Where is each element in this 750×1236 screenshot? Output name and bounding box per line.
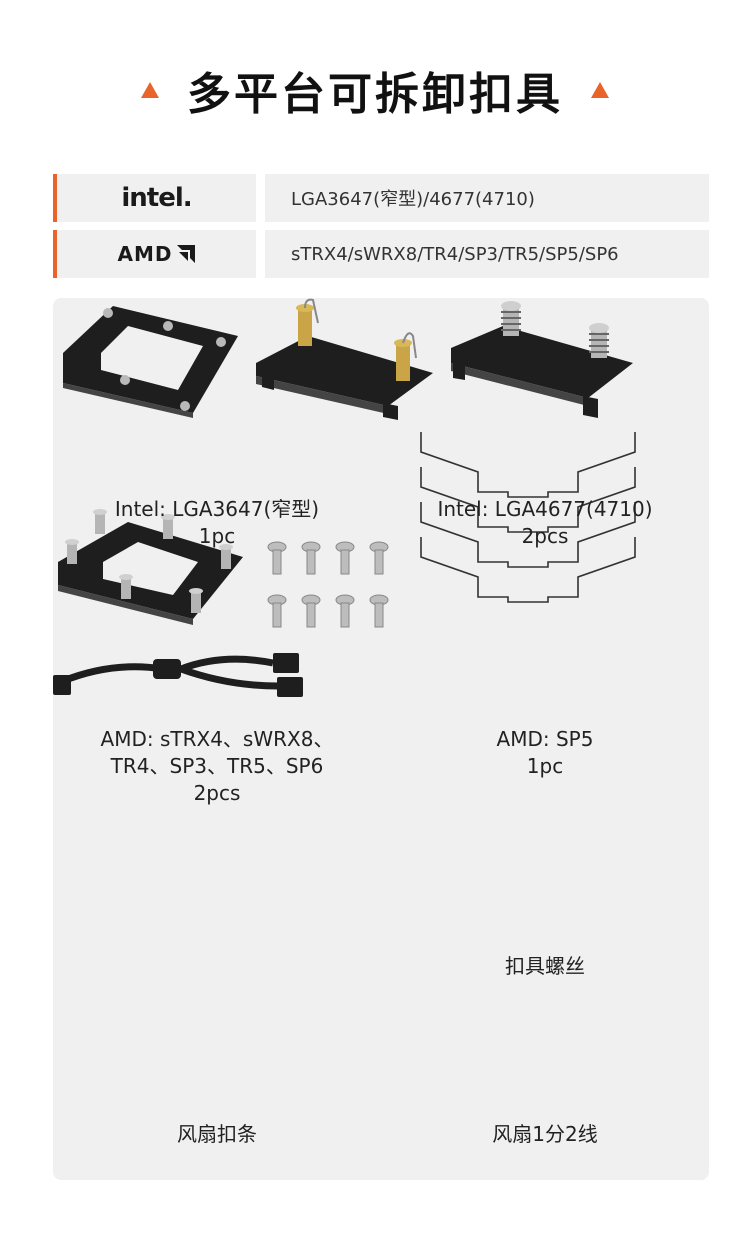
item-caption-screws: 扣具螺丝 bbox=[505, 954, 585, 978]
page-title: 多平台可拆卸扣具 bbox=[187, 69, 563, 120]
amd-arrow-icon bbox=[177, 245, 196, 263]
item-caption-amd-strx4: AMD: sTRX4、sWRX8、 TR4、SP3、TR5、SP6 2pcs bbox=[100, 727, 334, 805]
amd-strx4-bracket-image bbox=[451, 301, 634, 418]
item-caption-fan-splitter: 风扇1分2线 bbox=[492, 1122, 598, 1146]
fan-clips-image bbox=[420, 432, 636, 603]
lga4677-bracket-image bbox=[256, 298, 434, 420]
amd-logo: AMD bbox=[118, 242, 196, 266]
item-caption-amd-sp5: AMD: SP5 1pc bbox=[496, 727, 594, 778]
amd-sockets: sTRX4/sWRX8/TR4/SP3/TR5/SP5/SP6 bbox=[265, 230, 709, 278]
triangle-left-icon bbox=[141, 82, 159, 98]
intel-logo-cell: intel. bbox=[53, 174, 256, 222]
item-caption-fan-clips: 风扇扣条 bbox=[177, 1122, 257, 1146]
triangle-right-icon bbox=[591, 82, 609, 98]
item-caption-lga3647: Intel: LGA3647(窄型) 1pc bbox=[114, 497, 320, 548]
compat-row-amd: AMD sTRX4/sWRX8/TR4/SP3/TR5/SP5/SP6 bbox=[53, 230, 709, 278]
lga3647-bracket-image bbox=[63, 306, 238, 418]
compat-row-intel: intel. LGA3647(窄型)/4677(4710) bbox=[53, 174, 709, 222]
amd-sp5-bracket-image bbox=[58, 509, 243, 625]
parts-panel: Intel: LGA3647(窄型) 1pc Intel: LGA4677(47… bbox=[53, 298, 709, 1180]
screws-image bbox=[267, 541, 389, 628]
intel-sockets: LGA3647(窄型)/4677(4710) bbox=[265, 174, 709, 222]
item-caption-lga4677: Intel: LGA4677(4710) 2pcs bbox=[437, 497, 653, 548]
fan-splitter-cable-image bbox=[53, 653, 303, 697]
header: 多平台可拆卸扣具 bbox=[0, 58, 750, 122]
amd-logo-cell: AMD bbox=[53, 230, 256, 278]
intel-logo: intel. bbox=[121, 183, 192, 213]
